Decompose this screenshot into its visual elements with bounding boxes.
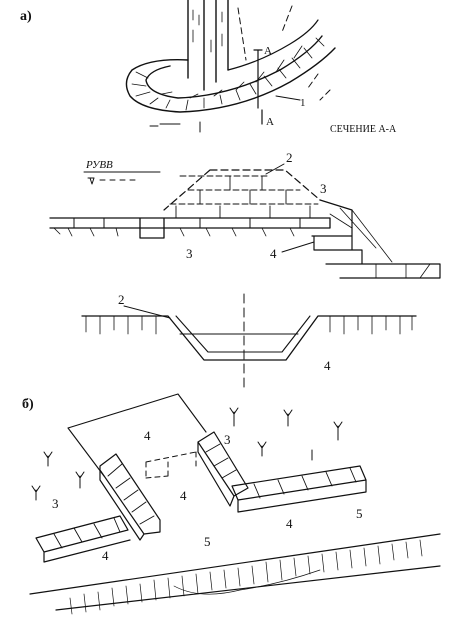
- callout-4-bottom: 4: [324, 358, 331, 373]
- embankment-section: [49, 169, 441, 279]
- callout-2-bottom: 2: [118, 292, 125, 307]
- panel-a-label: а): [20, 9, 32, 24]
- plan-view: [125, 0, 336, 133]
- leader-2-top: [265, 163, 285, 175]
- callout-3-left: 3: [186, 246, 193, 261]
- callout-2-top: 2: [286, 150, 293, 165]
- callout-4-mid: 4: [270, 246, 277, 261]
- b-callout-5-center: 5: [204, 534, 211, 549]
- channel-section: [81, 293, 417, 393]
- section-title: СЕЧЕНИЕ А-А: [330, 124, 397, 135]
- b-callout-5-right: 5: [356, 506, 363, 521]
- b-callout-4-right: 4: [286, 516, 293, 531]
- b-callout-4-top: 4: [144, 428, 151, 443]
- leader-2-bottom: [123, 305, 171, 319]
- section-mark-a-top: A: [264, 45, 272, 57]
- b-callout-4-left: 4: [102, 548, 109, 563]
- callout-3-right: 3: [320, 181, 327, 196]
- b-callout-3-left: 3: [52, 496, 59, 511]
- water-level-label: РУВВ: [85, 159, 113, 171]
- panel-b-label: б): [22, 397, 34, 412]
- b-callout-3-top: 3: [224, 432, 231, 447]
- b-callout-4-center: 4: [180, 488, 187, 503]
- section-mark-1: 1: [300, 97, 306, 109]
- section-mark-a-bottom: A: [266, 116, 274, 128]
- leader-4-mid: [281, 241, 315, 253]
- axonometric-view: [29, 393, 441, 615]
